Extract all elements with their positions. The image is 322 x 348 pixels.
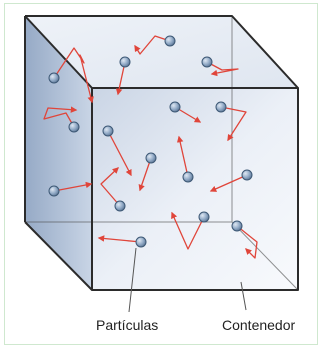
top-back-edges	[25, 15, 299, 89]
motion-arrow-icon	[220, 106, 247, 142]
left-bottom-edge	[24, 221, 93, 291]
motion-arrow-icon	[206, 61, 239, 77]
particle-icon	[68, 121, 80, 133]
motion-arrow-icon	[53, 47, 94, 104]
particle-icon	[135, 236, 147, 248]
particle-icon	[102, 125, 114, 137]
particle-icon	[119, 56, 131, 68]
motion-arrow-icon	[43, 106, 78, 128]
particle-icon	[145, 152, 157, 164]
particle-icon	[241, 169, 253, 181]
back-edge-diagonal	[231, 221, 299, 291]
figure-frame	[4, 3, 318, 345]
particle-icon	[231, 220, 243, 232]
container-label: Contenedor	[222, 317, 296, 333]
top-left-edge	[24, 15, 93, 89]
particle-icon	[164, 35, 176, 47]
motion-arrow-icon	[107, 130, 132, 177]
motion-arrow-icon	[134, 35, 171, 55]
particle-icon	[198, 211, 210, 223]
container-pointer-line	[240, 281, 247, 311]
motion-arrow-icon	[97, 235, 142, 243]
motion-arrow-icon	[171, 211, 205, 250]
particle-icon	[201, 56, 213, 68]
particle-icon	[182, 171, 194, 183]
motion-arrow-icon	[209, 174, 248, 192]
motion-arrow-icon	[53, 181, 93, 192]
particle-icon	[169, 101, 181, 113]
particle-icon	[48, 185, 60, 197]
motion-arrow-icon	[236, 225, 258, 259]
particle-icon	[215, 101, 227, 113]
particles-label: Partículas	[96, 317, 159, 333]
particle-icon	[48, 72, 60, 84]
particles-pointer-line	[128, 247, 137, 313]
front-face-outline	[91, 87, 299, 291]
motion-arrow-icon	[176, 135, 189, 178]
motion-arrow-icon	[100, 167, 121, 207]
motion-arrow-icon	[138, 157, 152, 192]
particle-icon	[114, 200, 126, 212]
